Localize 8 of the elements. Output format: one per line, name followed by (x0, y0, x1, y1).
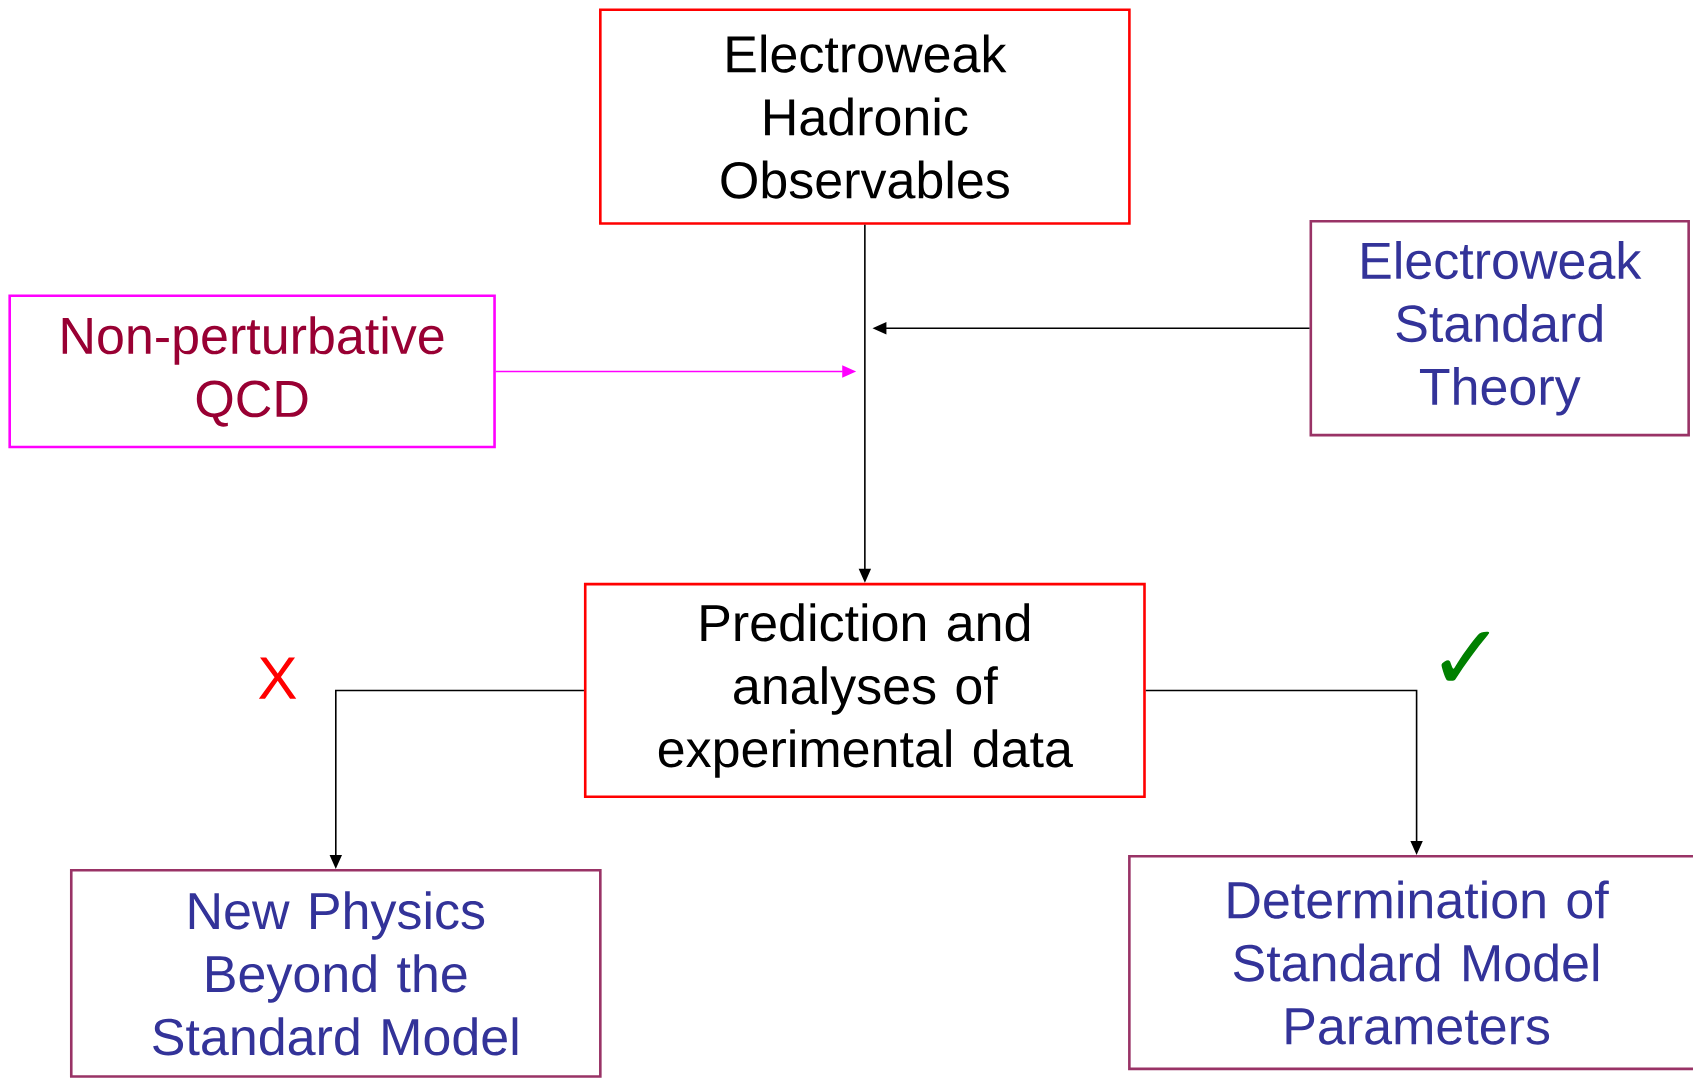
text-box: New Physics Beyond the Standard Model (69, 869, 602, 1078)
text-box: Determination of Standard Model Parameters (1128, 855, 1693, 1071)
text-box: Electroweak Standard Theory (1309, 220, 1690, 437)
text-box: Electroweak Hadronic Observables (599, 8, 1131, 225)
text-box: Non-perturbative QCD (8, 294, 496, 449)
cross-mark: X (258, 657, 297, 699)
check-mark: ✓ (1441, 632, 1490, 682)
text-box: Prediction and analyses of experimental data (583, 583, 1146, 799)
